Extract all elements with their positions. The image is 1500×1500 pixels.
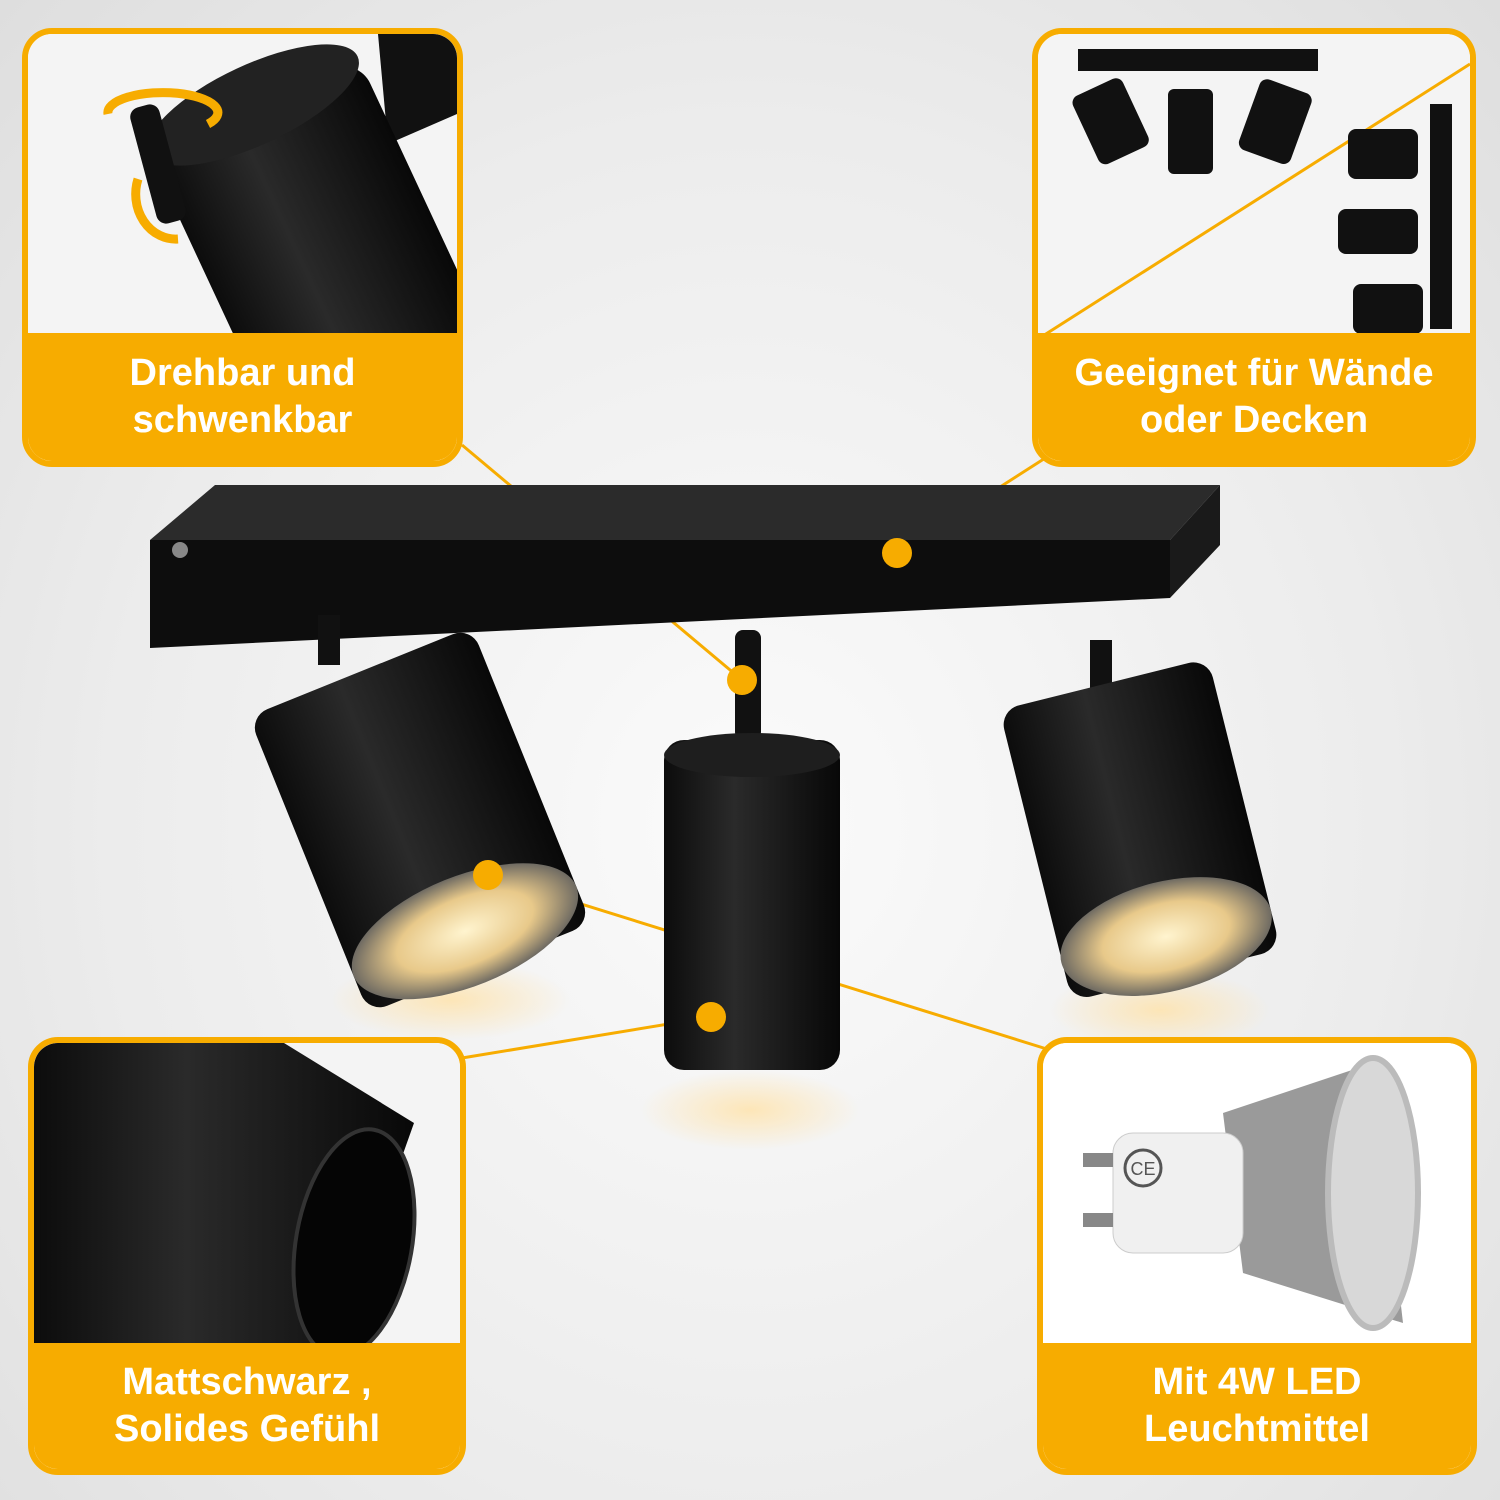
- feature-card-mounting: Geeignet für Wände oder Decken: [1032, 28, 1476, 467]
- callout-dot-body: [696, 1002, 726, 1032]
- rotate-arrows-icon: [28, 34, 457, 339]
- feature-card-matte-black: Mattschwarz , Solides Gefühl: [28, 1037, 466, 1475]
- callout-dot-joint: [727, 665, 757, 695]
- spotlight-middle: [664, 630, 840, 1070]
- callout-dot-bar: [882, 538, 912, 568]
- spotlight-left: [254, 615, 586, 1008]
- matte-black-tube-icon: [34, 1043, 460, 1348]
- feature-label: Mit 4W LED Leuchtmittel: [1043, 1343, 1471, 1469]
- feature-text-line2: Leuchtmittel: [1144, 1408, 1370, 1450]
- feature-label: Drehbar und schwenkbar: [28, 333, 457, 461]
- feature-text-line2: oder Decken: [1139, 399, 1369, 441]
- feature-text-line2: schwenkbar: [132, 399, 353, 441]
- feature-card-led-bulb: CE Mit 4W LED Leuchtmittel: [1037, 1037, 1477, 1475]
- feature-label: Mattschwarz , Solides Gefühl: [34, 1343, 460, 1469]
- feature-text-line1: Geeignet für Wände: [1074, 352, 1434, 394]
- feature-card-rotatable: Drehbar und schwenkbar: [22, 28, 463, 467]
- callout-dot-bulb: [473, 860, 503, 890]
- feature-text-line2: Solides Gefühl: [113, 1408, 381, 1450]
- spotlight-right: [1003, 640, 1277, 997]
- ceiling-bar: [150, 485, 1220, 648]
- ce-mark: CE: [1130, 1159, 1155, 1179]
- feature-text-line1: Drehbar und: [129, 352, 356, 394]
- led-bulb-icon: CE: [1043, 1043, 1471, 1348]
- wall-ceiling-mount-icon: [1038, 34, 1470, 339]
- feature-text-line1: Mattschwarz ,: [122, 1361, 372, 1403]
- feature-text-line1: Mit 4W LED: [1152, 1361, 1362, 1403]
- feature-label: Geeignet für Wände oder Decken: [1038, 333, 1470, 461]
